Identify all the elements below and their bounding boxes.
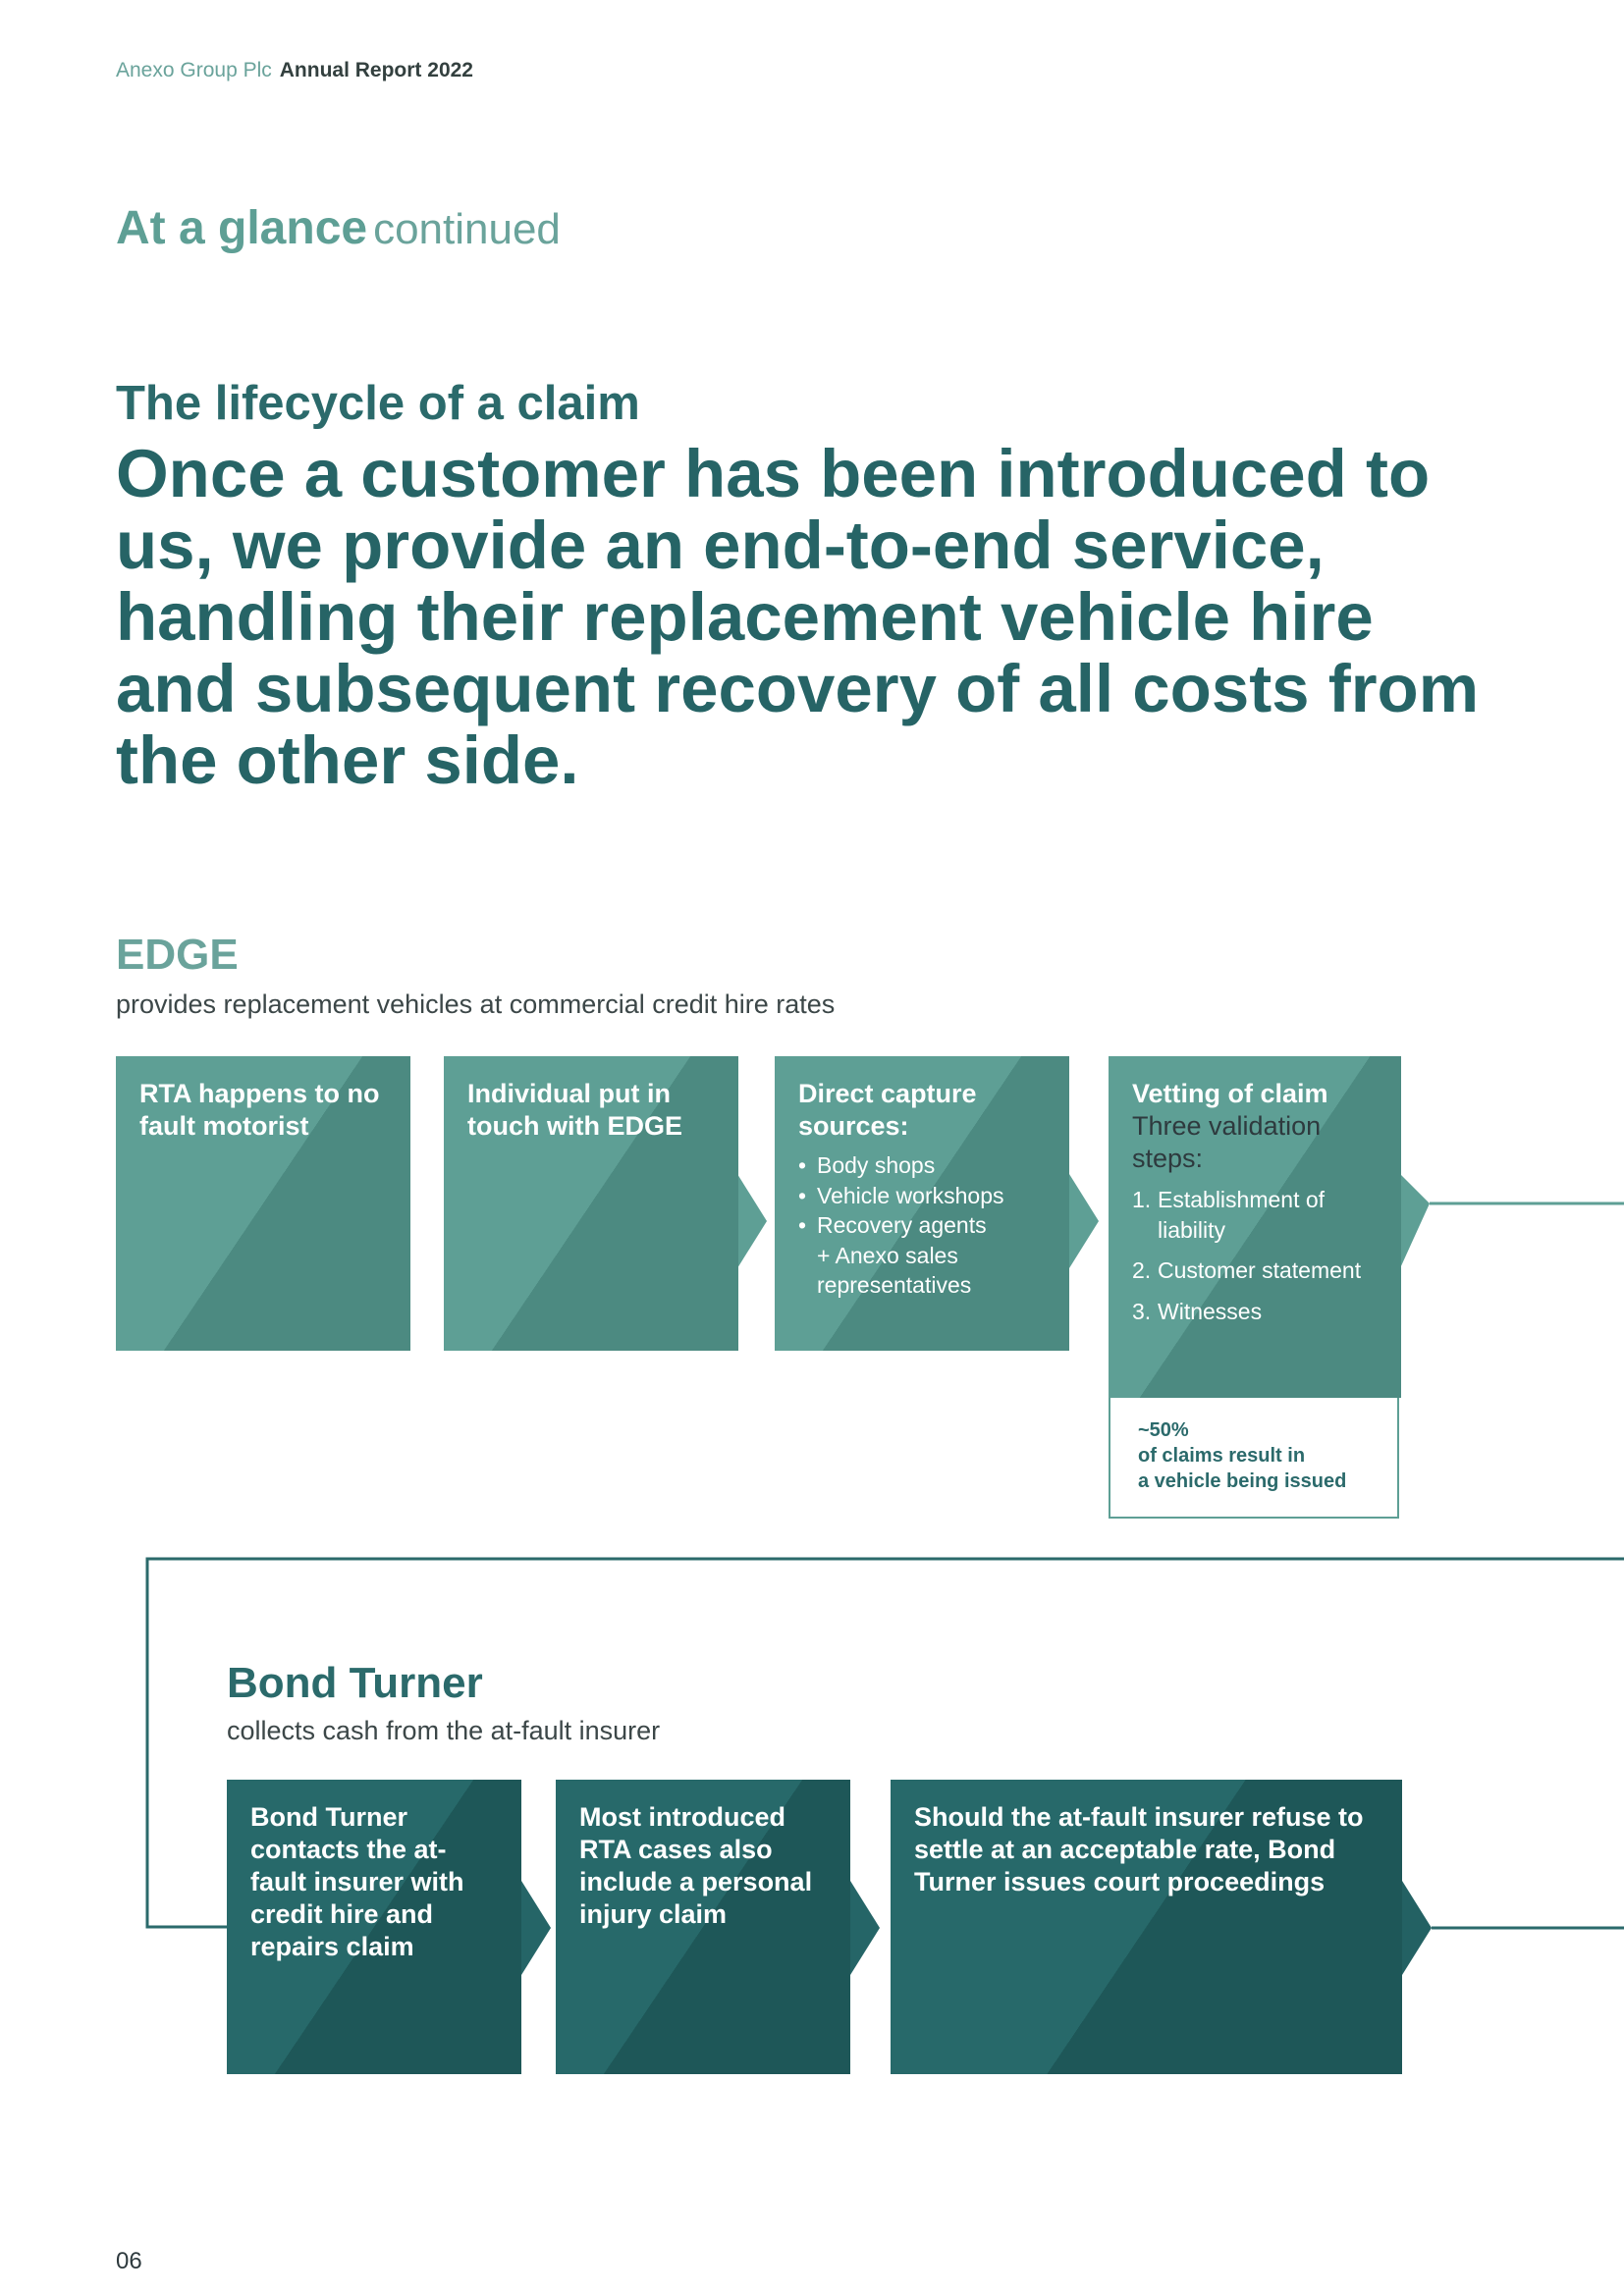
capture-sources-list: •Body shops •Vehicle workshops •Recovery… xyxy=(798,1150,1048,1301)
step-heading: RTA happens to no fault motorist xyxy=(139,1079,380,1141)
step-heading: Vetting of claim xyxy=(1132,1079,1328,1108)
validation-steps-list: 1.Establishment of liability 2.Customer … xyxy=(1132,1185,1380,1326)
list-item: 1.Establishment of liability xyxy=(1132,1187,1326,1243)
vehicle-issued-stat: ~50% of claims result in a vehicle being… xyxy=(1109,1398,1399,1519)
list-item: •Vehicle workshops xyxy=(798,1182,1004,1208)
list-item-extra: + Anexo sales representatives xyxy=(817,1242,972,1299)
page-number: 06 xyxy=(116,2248,142,2274)
step-heading: Most introduced RTA cases also include a… xyxy=(579,1802,813,1929)
running-header: Anexo Group Plc Annual Report 2022 xyxy=(116,59,473,82)
bond-turner-title: Bond Turner xyxy=(227,1659,483,1707)
arrow-bt-2-3 xyxy=(850,1881,880,1975)
section-title-main: At a glance xyxy=(116,202,368,254)
bt-step-contact-insurer: Bond Turner contacts the at-fault insure… xyxy=(227,1780,521,2074)
list-item: •Body shops xyxy=(798,1152,936,1178)
edge-step-direct-capture: Direct capture sources: •Body shops •Veh… xyxy=(775,1056,1069,1351)
arrow-edge-2-3 xyxy=(737,1174,767,1268)
edge-step-vetting: Vetting of claim Three validation steps:… xyxy=(1109,1056,1401,1398)
edge-step-rta: RTA happens to no fault motorist xyxy=(116,1056,410,1351)
report-title: Annual Report 2022 xyxy=(279,59,473,81)
edge-subtitle: provides replacement vehicles at commerc… xyxy=(116,989,836,1019)
bt-step-court-proceedings: Should the at-fault insurer refuse to se… xyxy=(891,1780,1402,2074)
edge-title: EDGE xyxy=(116,931,239,979)
bond-turner-subtitle: collects cash from the at-fault insurer xyxy=(227,1716,661,1745)
stat-value: ~50% xyxy=(1138,1419,1189,1441)
list-item: •Recovery agents xyxy=(798,1212,987,1238)
bt-step-personal-injury: Most introduced RTA cases also include a… xyxy=(556,1780,850,2074)
stat-line-2: a vehicle being issued xyxy=(1138,1470,1347,1492)
step-heading: Bond Turner contacts the at-fault insure… xyxy=(250,1802,464,1961)
list-item: 2.Customer statement xyxy=(1132,1257,1362,1283)
intro-statement: Once a customer has been introduced to u… xyxy=(116,436,1480,798)
arrow-bt-3-out xyxy=(1402,1881,1432,1975)
lifecycle-heading: The lifecycle of a claim xyxy=(116,377,640,430)
arrow-edge-4-out xyxy=(1400,1174,1430,1268)
step-heading: Should the at-fault insurer refuse to se… xyxy=(914,1802,1364,1896)
company-name: Anexo Group Plc xyxy=(116,59,272,81)
section-title-continued: continued xyxy=(373,205,561,253)
arrow-edge-3-4 xyxy=(1069,1174,1099,1268)
vetting-subheading: Three validation steps: xyxy=(1132,1111,1322,1173)
list-item: 3.Witnesses xyxy=(1132,1298,1263,1324)
step-heading: Individual put in touch with EDGE xyxy=(467,1079,682,1141)
bond-turner-entry-line xyxy=(145,1557,1624,1929)
edge-step-introduction: Individual put in touch with EDGE xyxy=(444,1056,738,1351)
arrow-bt-1-2 xyxy=(521,1881,551,1975)
stat-line-1: of claims result in xyxy=(1138,1445,1306,1467)
step-heading: Direct capture sources: xyxy=(798,1079,977,1141)
